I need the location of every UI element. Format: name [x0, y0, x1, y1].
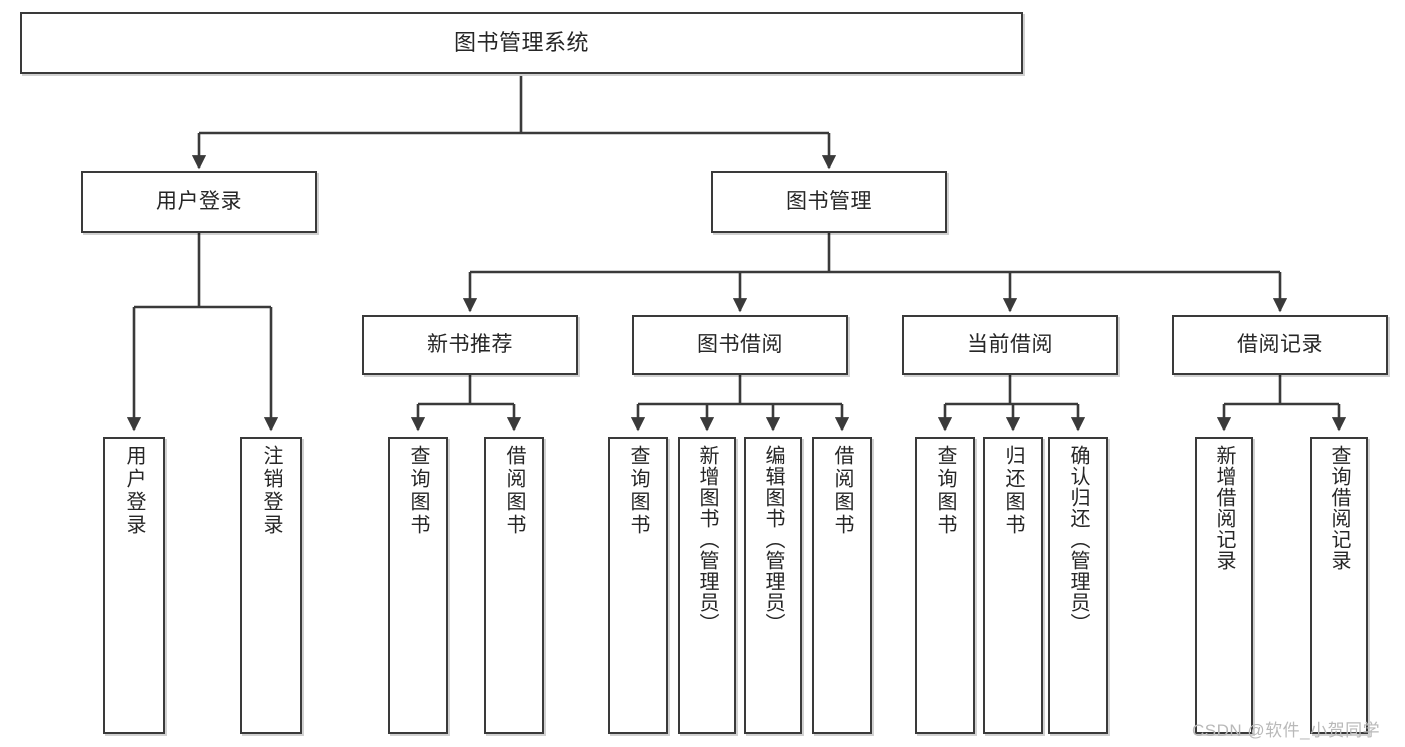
node-new-book-recommend[interactable]: 新书推荐	[362, 315, 578, 375]
node-label: 新增图书（管理员）	[696, 445, 718, 634]
node-leaf-query-book-recommend[interactable]: 查询图书	[388, 437, 448, 734]
node-leaf-query-borrow-record[interactable]: 查询借阅记录	[1310, 437, 1368, 734]
node-borrow-record[interactable]: 借阅记录	[1172, 315, 1388, 375]
node-leaf-query-book-borrow[interactable]: 查询图书	[608, 437, 668, 734]
node-current-borrow[interactable]: 当前借阅	[902, 315, 1118, 375]
node-user-login[interactable]: 用户登录	[81, 171, 317, 233]
node-leaf-add-borrow-record[interactable]: 新增借阅记录	[1195, 437, 1253, 734]
node-label: 查询图书	[934, 445, 956, 537]
node-leaf-logout-login[interactable]: 注销登录	[240, 437, 302, 734]
node-leaf-return-book[interactable]: 归还图书	[983, 437, 1043, 734]
node-label: 新书推荐	[427, 333, 513, 357]
node-label: 用户登录	[156, 190, 242, 214]
node-label: 查询图书	[407, 445, 429, 537]
node-leaf-borrow-book-recommend[interactable]: 借阅图书	[484, 437, 544, 734]
node-label: 编辑图书（管理员）	[762, 445, 784, 634]
node-book-management[interactable]: 图书管理	[711, 171, 947, 233]
node-label: 图书借阅	[697, 333, 783, 357]
node-label: 归还图书	[1002, 445, 1024, 537]
node-label: 图书管理系统	[453, 29, 589, 55]
node-leaf-borrow-book[interactable]: 借阅图书	[812, 437, 872, 734]
csdn-watermark: CSDN @软件_小贺同学	[1192, 721, 1381, 740]
node-leaf-user-login[interactable]: 用户登录	[103, 437, 165, 734]
node-leaf-query-book-current[interactable]: 查询图书	[915, 437, 975, 734]
node-label: 查询借阅记录	[1328, 445, 1350, 571]
node-book-management-system[interactable]: 图书管理系统	[20, 12, 1023, 74]
node-label: 用户登录	[123, 445, 145, 537]
node-label: 新增借阅记录	[1213, 445, 1235, 571]
node-book-borrow[interactable]: 图书借阅	[632, 315, 848, 375]
node-label: 确认归还（管理员）	[1067, 445, 1089, 634]
node-leaf-add-book[interactable]: 新增图书（管理员）	[678, 437, 736, 734]
node-label: 借阅记录	[1237, 333, 1323, 357]
node-label: 注销登录	[260, 445, 282, 537]
node-label: 借阅图书	[503, 445, 525, 537]
node-label: 借阅图书	[831, 445, 853, 537]
node-leaf-confirm-return[interactable]: 确认归还（管理员）	[1048, 437, 1108, 734]
node-label: 查询图书	[627, 445, 649, 537]
node-leaf-edit-book[interactable]: 编辑图书（管理员）	[744, 437, 802, 734]
node-label: 当前借阅	[967, 333, 1053, 357]
node-label: 图书管理	[786, 190, 872, 214]
